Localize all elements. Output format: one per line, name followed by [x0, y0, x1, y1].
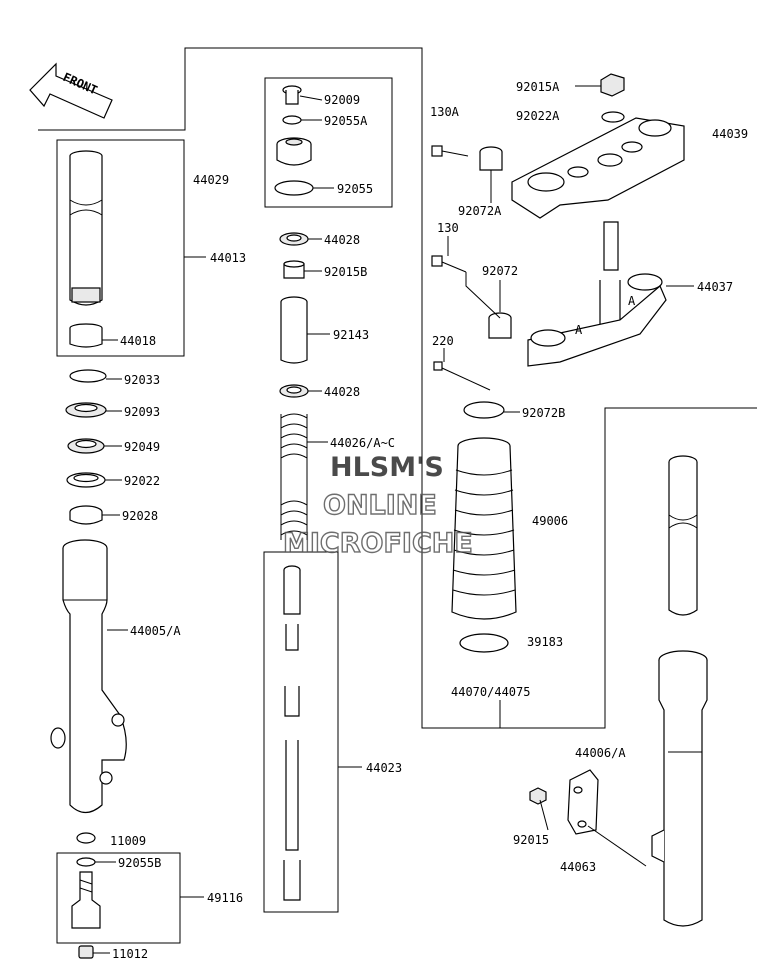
- box-lower-valve: [56, 852, 181, 944]
- header-outline: [38, 47, 757, 729]
- label-92015B: 92015B: [324, 265, 367, 279]
- label-44028-upper: 44028: [324, 233, 360, 247]
- bolt-220-icon: [433, 361, 491, 391]
- label-92022: 92022: [124, 474, 160, 488]
- label-92055: 92055: [337, 182, 373, 196]
- mark-A-lower-clamp: A: [575, 323, 583, 337]
- oring-92055B-icon: [76, 857, 96, 867]
- label-44018: 44018: [120, 334, 156, 348]
- washer-11009-icon: [76, 832, 96, 844]
- box-top-cap: [264, 77, 393, 208]
- nut-92015A-icon: [600, 73, 625, 97]
- label-92072B: 92072B: [522, 406, 565, 420]
- clamp-92072-icon: [488, 312, 512, 339]
- washer-92022A-icon: [601, 111, 625, 123]
- label-44006: 44006/A: [575, 746, 626, 760]
- axle-clamp-44063-icon: [567, 769, 599, 835]
- top-cap-icon: [276, 137, 312, 166]
- upper-triple-clamp-icon: [511, 117, 685, 219]
- fork-inner-tube-icon: [69, 150, 103, 306]
- valve-assy-49116-icon: [71, 871, 101, 929]
- label-44023: 44023: [366, 761, 402, 775]
- fork-outer-tube-icon: [50, 539, 127, 814]
- label-92028: 92028: [122, 509, 158, 523]
- label-92022A: 92022A: [516, 109, 560, 123]
- spring-44026-icon: [280, 413, 308, 540]
- washer-92049-icon: [67, 438, 105, 454]
- label-11012: 11012: [112, 947, 148, 961]
- ring-92022-icon: [66, 472, 106, 488]
- label-44005: 44005/A: [130, 624, 181, 638]
- spacer-92143-icon: [280, 296, 308, 364]
- collar-44028b-icon: [279, 384, 309, 398]
- bolt-130-icon: [431, 255, 467, 273]
- snap-ring-icon: [69, 369, 107, 383]
- oil-seal-icon: [65, 402, 107, 418]
- label-44063: 44063: [560, 860, 596, 874]
- clamp-92072A-icon: [479, 146, 503, 171]
- label-92093: 92093: [124, 405, 160, 419]
- label-49006: 49006: [532, 514, 568, 528]
- nut-92015B-icon: [283, 260, 305, 279]
- stem-44037-icon: [527, 221, 667, 367]
- label-44013: 44013: [210, 251, 246, 265]
- plug-11012-icon: [78, 945, 94, 959]
- band-39183-icon: [459, 633, 509, 653]
- label-220: 220: [432, 334, 454, 348]
- label-92009: 92009: [324, 93, 360, 107]
- label-44039: 44039: [712, 127, 748, 141]
- front-arrow-icon: FRONT: [29, 62, 113, 119]
- dust-boot-49006-icon: [451, 437, 517, 620]
- watermark-line-2: ONLINE: [323, 490, 437, 521]
- leader-lines: [93, 85, 702, 954]
- label-44037: 44037: [697, 280, 733, 294]
- collar-44028a-icon: [279, 232, 309, 246]
- label-49116: 49116: [207, 891, 243, 905]
- label-44028-lower: 44028: [324, 385, 360, 399]
- label-92015: 92015: [513, 833, 549, 847]
- bolt-92015-icon: [529, 787, 547, 805]
- label-92049: 92049: [124, 440, 160, 454]
- bolt-92009-icon: [282, 85, 302, 105]
- label-130: 130: [437, 221, 459, 235]
- box-cartridge: [263, 551, 339, 913]
- watermark-line-3: MICROFICHE: [283, 528, 473, 559]
- label-92033: 92033: [124, 373, 160, 387]
- box-upper-pipe: [56, 139, 185, 357]
- label-39183: 39183: [527, 635, 563, 649]
- outer-tube-44006-icon: [651, 650, 708, 927]
- bushing-92028-icon: [69, 505, 103, 525]
- watermark-line-1: HLSM'S: [330, 452, 444, 483]
- inner-tube-right-icon: [668, 455, 698, 616]
- clamp-92072B-icon: [463, 401, 505, 419]
- label-11009: 11009: [110, 834, 146, 848]
- watermark: HLSM'S ONLINE MICROFICHE: [282, 452, 473, 560]
- oring-92055A-icon: [282, 115, 302, 125]
- label-92055A: 92055A: [324, 114, 368, 128]
- label-92015A: 92015A: [516, 80, 560, 94]
- label-130A: 130A: [430, 105, 460, 119]
- oring-92055-icon: [274, 180, 314, 196]
- label-92072: 92072: [482, 264, 518, 278]
- label-92055B: 92055B: [118, 856, 161, 870]
- label-44029: 44029: [193, 173, 229, 187]
- label-92143: 92143: [333, 328, 369, 342]
- bolt-130A-icon: [431, 145, 469, 157]
- mark-A-stem: A: [628, 294, 636, 308]
- label-44070-44075: 44070/44075: [451, 685, 530, 699]
- label-92072A: 92072A: [458, 204, 502, 218]
- cartridge-44023-icon: [283, 565, 301, 901]
- label-44026: 44026/A~C: [330, 436, 395, 450]
- guide-bushing-icon: [69, 323, 103, 348]
